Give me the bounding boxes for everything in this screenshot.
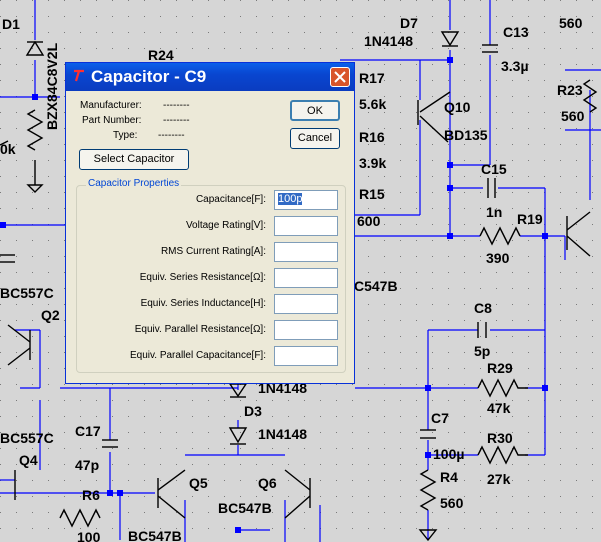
label-q10-model: BD135 [444,127,488,143]
label-d7: D7 [400,15,418,31]
label-bc547b-q5: BC547B [128,528,182,542]
part-number-label: Part Number: [82,115,142,126]
label-r15-value: 600 [357,213,381,229]
label-q2: Q2 [41,307,60,323]
parallel-capacitance-label: Equiv. Parallel Capacitance[F]: [130,350,266,361]
label-c13-value: 3.3µ [501,58,529,74]
label-r6-value: 100 [77,529,101,542]
label-r19: R19 [517,211,543,227]
capacitance-label: Capacitance[F]: [195,194,266,205]
label-q5: Q5 [189,475,208,491]
label-r30: R30 [487,430,513,446]
ltspice-logo-icon [74,69,84,82]
label-top-right-value: 560 [559,15,583,31]
schematic-junctions [0,57,548,533]
label-c7-value: 100µ [433,446,464,462]
label-bc547b-q6: BC547B [218,500,272,516]
label-bc557c-left: BC557C [0,285,54,301]
manufacturer-value: -------- [163,100,190,111]
parallel-resistance-input[interactable] [274,320,338,340]
label-q4: Q4 [19,452,38,468]
capacitor-properties-group [76,185,346,373]
rms-current-rating-input[interactable] [274,242,338,262]
label-q10: Q10 [444,99,471,115]
select-capacitor-button[interactable]: Select Capacitor [79,149,189,170]
label-k-left: 0k [0,141,16,157]
esl-label: Equiv. Series Inductance[H]: [140,298,266,309]
label-q6: Q6 [258,475,277,491]
close-icon [334,71,346,83]
close-button[interactable] [330,67,350,87]
label-r23-value: 560 [561,108,585,124]
voltage-rating-input[interactable] [274,216,338,236]
esl-input[interactable] [274,294,338,314]
parallel-capacitance-input[interactable] [274,346,338,366]
capacitor-properties-title: Capacitor Properties [86,178,182,189]
label-r24: R24 [148,47,174,63]
label-r30-value: 27k [487,471,511,487]
cancel-button[interactable]: Cancel [290,128,340,149]
label-c17: C17 [75,423,101,439]
label-c15-value: 1n [486,204,502,220]
label-c547b-partial: C547B [354,278,398,294]
esr-input[interactable] [274,268,338,288]
capacitance-input[interactable]: 100p [274,190,338,210]
schematic-components [0,31,598,542]
label-r23: R23 [557,82,583,98]
label-r17-value: 5.6k [359,96,386,112]
label-bc557c-q4: BC557C [0,430,54,446]
part-number-value: -------- [163,115,190,126]
label-d3-model: 1N4148 [258,426,307,442]
type-value: -------- [158,130,185,141]
parallel-resistance-label: Equiv. Parallel Resistance[Ω]: [134,324,266,335]
label-r4: R4 [440,469,458,485]
label-r29-value: 47k [487,400,511,416]
label-c7: C7 [431,410,449,426]
label-c8: C8 [474,300,492,316]
label-c8-value: 5p [474,343,490,359]
voltage-rating-label: Voltage Rating[V]: [185,220,266,231]
label-d3: D3 [244,403,262,419]
label-r15: R15 [359,186,385,202]
ok-button[interactable]: OK [290,100,340,121]
label-c17-value: 47p [75,457,99,473]
manufacturer-label: Manufacturer: [80,100,142,111]
capacitance-value: 100p [278,193,303,205]
schematic-labels: D1 BZX84C8V2L 0k R24 D7 1N4148 C13 3.3µ … [0,15,585,542]
dialog-title-bar[interactable]: Capacitor - C9 [66,63,354,91]
label-d1: D1 [2,16,20,32]
label-c13: C13 [503,24,529,40]
label-r16: R16 [359,129,385,145]
label-r6: R6 [82,487,100,503]
label-r4-value: 560 [440,495,464,511]
label-zener-model: BZX84C8V2L [44,42,60,130]
label-r17: R17 [359,70,385,86]
esr-label: Equiv. Series Resistance[Ω]: [139,272,266,283]
type-label: Type: [113,130,138,141]
label-d7-model: 1N4148 [364,33,413,49]
capacitor-dialog: Capacitor - C9 Manufacturer: -------- Pa… [65,62,355,384]
rms-current-rating-label: RMS Current Rating[A]: [160,246,266,257]
label-c15: C15 [481,161,507,177]
label-r19-value: 390 [486,250,510,266]
label-r16-value: 3.9k [359,155,386,171]
dialog-title: Capacitor - C9 [91,67,207,86]
label-1n4148-partial: 1N4148 [258,380,307,396]
label-r29: R29 [487,360,513,376]
